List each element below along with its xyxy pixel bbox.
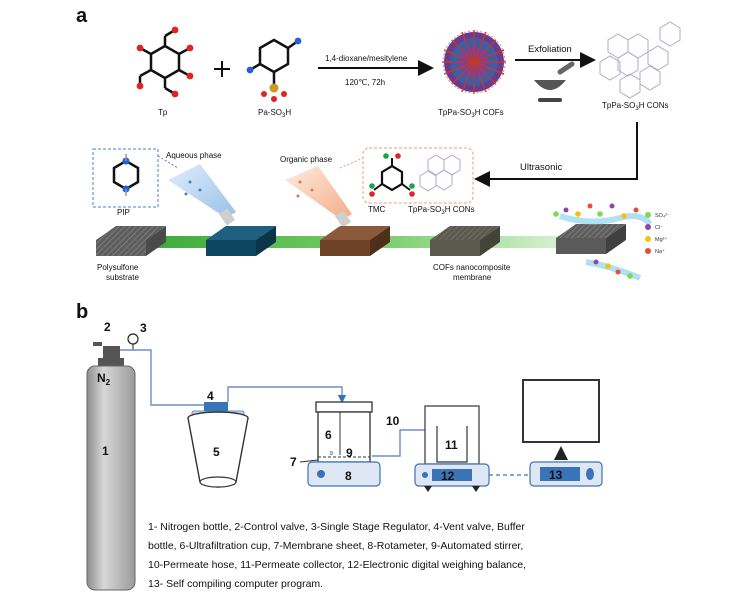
mortar-pestle-icon <box>534 61 575 102</box>
pip-molecule <box>112 154 140 196</box>
apparatus-caption: 1- Nitrogen bottle, 2-Control valve, 3-S… <box>148 518 588 594</box>
rotameter-base <box>307 461 381 487</box>
callout-4: 4 <box>207 389 214 403</box>
cof-label: TpPa-SO3H COFs <box>438 108 504 119</box>
reaction-temp-label: 120℃, 72h <box>345 78 385 87</box>
membrane-label-line2: membrane <box>453 273 492 282</box>
polysulfone-substrate-tile <box>96 226 166 256</box>
caption-line-4: 13- Self compiling computer program. <box>148 578 324 590</box>
callout-12: 12 <box>441 469 455 483</box>
callout-5: 5 <box>213 445 220 459</box>
organic-spray <box>285 166 352 228</box>
organic-phase-label: Organic phase <box>280 155 333 164</box>
pip-label: PIP <box>117 208 130 217</box>
gas-line <box>120 349 210 406</box>
tmc-molecule <box>369 153 415 197</box>
tmc-cons-label: TpPa-SO3H CONs <box>408 205 474 216</box>
pip-box <box>92 148 159 208</box>
panel-b-label: b <box>76 301 88 323</box>
permeate-hose <box>372 429 438 457</box>
weighing-balance <box>414 463 490 492</box>
regulator-gauge <box>127 333 139 345</box>
tmc-box <box>362 147 474 204</box>
callout-7: 7 <box>290 455 297 469</box>
cof-sphere <box>442 30 506 94</box>
callout-2: 2 <box>104 320 111 334</box>
permeate-collector <box>424 405 480 465</box>
cons-label: TpPa-SO3H CONs <box>602 101 668 112</box>
plus-sign <box>214 61 230 77</box>
computer <box>522 379 603 487</box>
aqueous-phase-label: Aqueous phase <box>166 151 222 160</box>
callout-3: 3 <box>140 321 147 335</box>
ion-legend-sulfate: SO₄²⁻ <box>655 213 670 219</box>
cons-sheets <box>599 21 681 99</box>
reaction-solvent-label: 1,4-dioxane/mesitylene <box>325 54 408 63</box>
buffer-cup <box>187 402 249 488</box>
membrane-label-line1: COFs nanocomposite <box>433 263 511 272</box>
callout-7-leader <box>299 459 319 463</box>
tmc-cons-sheet <box>419 154 461 192</box>
tp-molecule <box>136 26 194 98</box>
n2-label: N2 <box>97 371 111 387</box>
ultrasonic-label: Ultrasonic <box>520 162 562 173</box>
stirrer-tag: 9 <box>330 451 333 457</box>
caption-line-3: 10-Permeate hose, 11-Permeate collector,… <box>148 559 527 571</box>
callout-10: 10 <box>386 414 400 428</box>
callout-8: 8 <box>345 469 352 483</box>
ultrafiltration-cup <box>315 401 373 463</box>
caption-line-1: 1- Nitrogen bottle, 2-Control valve, 3-S… <box>148 521 525 533</box>
tp-label: Tp <box>158 108 168 117</box>
ion-legend-swatch-chloride <box>645 224 651 230</box>
ion-legend: SO₄²⁻ Cl⁻ Mg²⁺ Na⁺ <box>645 212 670 255</box>
callout-9: 9 <box>346 446 353 460</box>
feed-line <box>227 386 347 404</box>
ultrasonic-arrow <box>474 122 638 187</box>
panel-a-label: a <box>76 5 88 27</box>
nanocomposite-membrane-tile <box>430 226 500 256</box>
filtration-tile <box>556 213 653 281</box>
ion-legend-swatch-magnesium <box>645 236 651 242</box>
ion-legend-chloride: Cl⁻ <box>655 225 663 231</box>
organic-coated-tile <box>320 226 390 256</box>
ion-particles <box>553 203 639 279</box>
callout-11: 11 <box>445 438 458 452</box>
aqueous-coated-tile <box>206 226 276 256</box>
aqueous-spray <box>168 164 236 226</box>
tmc-link <box>339 157 364 169</box>
ion-legend-sodium: Na⁺ <box>655 248 665 255</box>
ion-legend-swatch-sodium <box>645 248 651 254</box>
substrate-label-line1: Polysulfone <box>97 263 139 272</box>
caption-line-2: bottle, 6-Ultrafiltration cup, 7-Membran… <box>148 540 524 552</box>
ion-legend-swatch-sulfate <box>645 212 651 218</box>
callout-1: 1 <box>102 444 109 458</box>
pa-so3h-molecule <box>246 37 302 102</box>
exfoliation-label: Exfoliation <box>528 44 572 55</box>
substrate-label-line2: substrate <box>106 273 139 282</box>
callout-13: 13 <box>549 468 563 482</box>
callout-6: 6 <box>325 428 332 442</box>
tmc-label: TMC <box>368 205 386 214</box>
nitrogen-cylinder <box>86 342 136 591</box>
ion-legend-magnesium: Mg²⁺ <box>655 236 667 243</box>
pa-so3h-label: Pa-SO3H <box>258 108 291 119</box>
